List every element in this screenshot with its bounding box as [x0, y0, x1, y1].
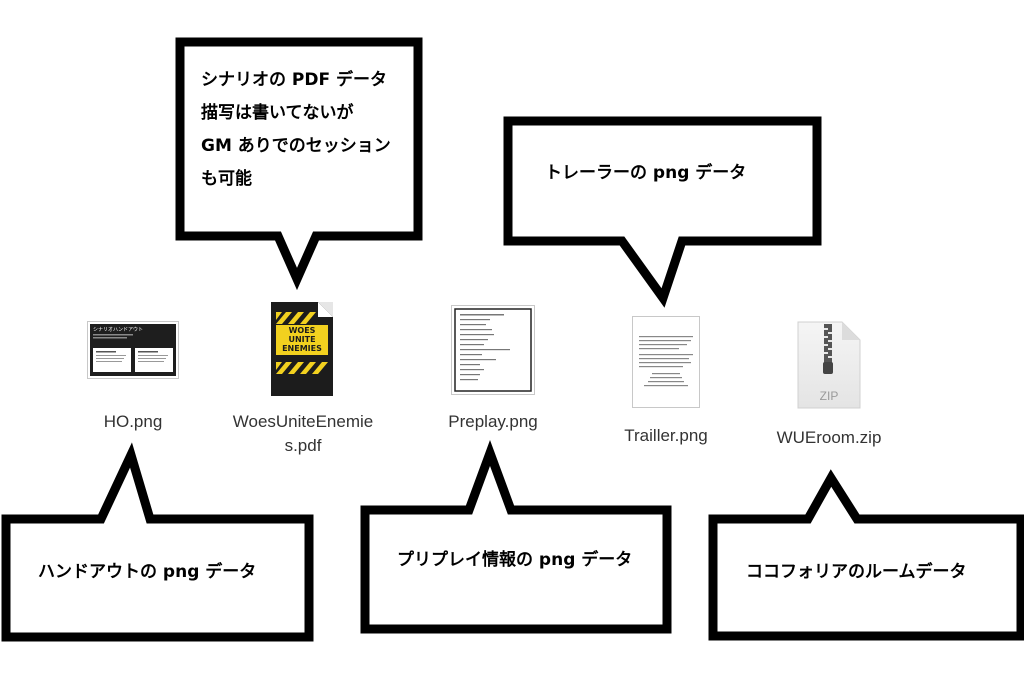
callout-preplay-bubble: [360, 439, 672, 634]
ho-filename: HO.png: [103, 412, 163, 431]
callout-pdf-line-2: 描写は書いてないが: [201, 103, 354, 123]
zip-thumbnail[interactable]: ZIP: [796, 320, 862, 410]
callout-trailer-bubble: [503, 116, 822, 308]
pdf-filename-line-2: s.pdf: [284, 436, 322, 455]
pdf-document-icon: WOES UNITE ENEMIES: [271, 302, 333, 396]
callout-pdf-text: シナリオの PDF データ 描写は書いてないが GM ありでのセッション も可能: [201, 64, 391, 196]
pdf-thumbnail[interactable]: WOES UNITE ENEMIES: [268, 302, 336, 396]
callout-pdf-line-1: シナリオの PDF データ: [201, 70, 388, 90]
trailer-filename: Trailler.png: [624, 426, 708, 445]
pdf-thumb-title-1: WOES: [289, 326, 316, 335]
pdf-file[interactable]: WoesUniteEnemie s.pdf: [215, 410, 391, 458]
ho-file[interactable]: HO.png: [67, 410, 199, 434]
callout-room-bubble: [708, 469, 1024, 641]
callout-trailer-text: トレーラーの png データ: [545, 163, 747, 183]
trailer-thumbnail[interactable]: [632, 316, 700, 408]
preplay-filename: Preplay.png: [448, 412, 538, 431]
pdf-thumb-title-2: UNITE: [288, 335, 315, 344]
preplay-thumbnail[interactable]: [451, 305, 535, 395]
preplay-file[interactable]: Preplay.png: [423, 410, 563, 434]
zip-thumb-label: ZIP: [820, 389, 839, 403]
callout-room-text: ココフォリアのルームデータ: [746, 562, 967, 582]
callout-pdf-line-3: GM ありでのセッション: [201, 136, 391, 156]
ho-thumbnail[interactable]: シナリオハンドアウト: [87, 321, 179, 379]
zip-file[interactable]: WUEroom.zip: [754, 426, 904, 450]
ho-thumb-header: シナリオハンドアウト: [93, 326, 143, 333]
pdf-thumb-title-3: ENEMIES: [282, 344, 322, 353]
callout-handout-text: ハンドアウトの png データ: [38, 562, 257, 582]
callout-handout-bubble: [1, 442, 314, 642]
callout-pdf-line-4: も可能: [201, 169, 252, 189]
ho-image-icon: シナリオハンドアウト: [87, 321, 179, 379]
pdf-filename-line-1: WoesUniteEnemie: [232, 412, 374, 431]
zip-filename: WUEroom.zip: [776, 428, 882, 447]
preplay-image-icon: [451, 305, 535, 395]
trailer-file[interactable]: Trailler.png: [598, 424, 734, 448]
callout-preplay-text: プリプレイ情報の png データ: [397, 550, 633, 570]
callout-pdf-bubble: [175, 37, 423, 291]
zip-archive-icon: ZIP: [797, 321, 861, 409]
trailer-image-icon: [632, 316, 700, 408]
